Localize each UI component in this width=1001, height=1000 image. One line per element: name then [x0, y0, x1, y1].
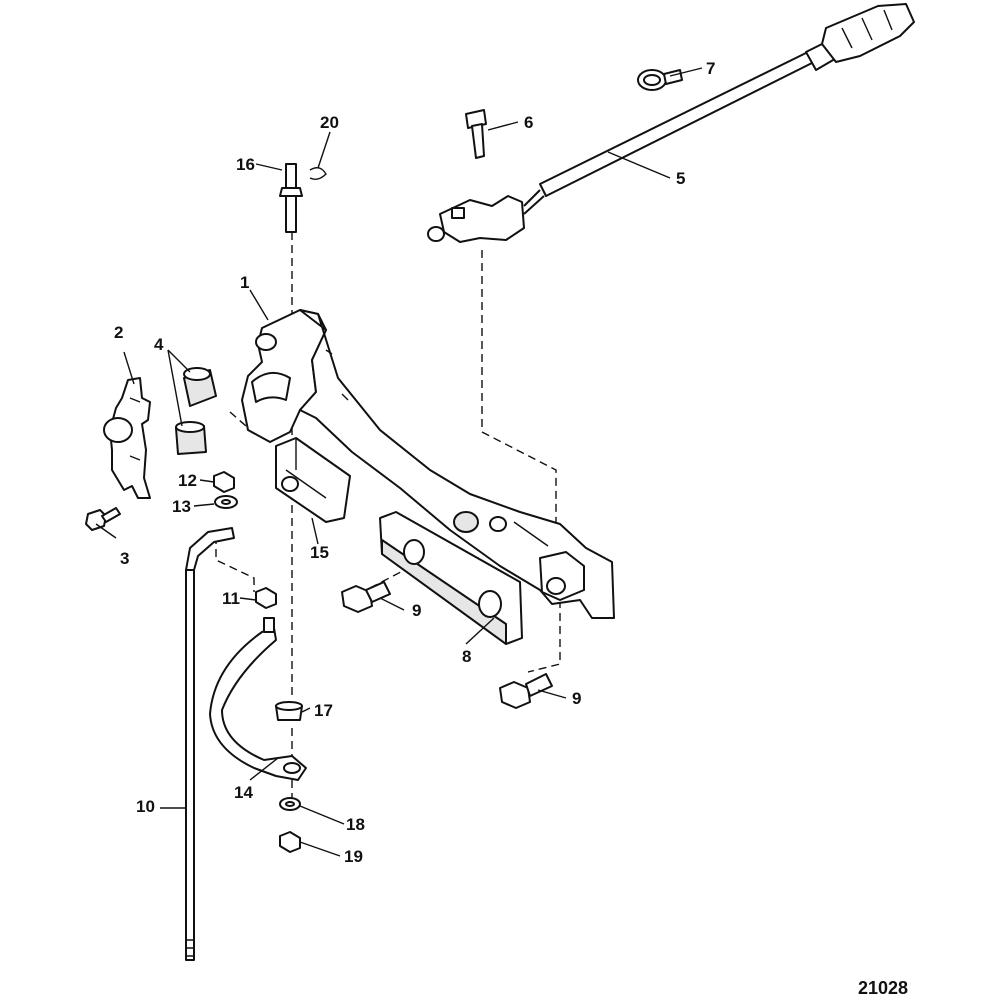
part-1-control-arm: [241, 309, 615, 619]
part-5-sensor-harness: [427, 3, 915, 243]
callout-20: 20: [320, 113, 339, 132]
callout-17: 17: [314, 701, 333, 720]
part-6-screw: [465, 109, 487, 159]
part-8-slide-rail: [379, 511, 523, 645]
part-17-bushing: [275, 701, 303, 721]
part-9-bolt-lower: [499, 673, 553, 709]
callout-9-upper: 9: [412, 601, 421, 620]
callout-15: 15: [310, 543, 329, 562]
part-3-screw: [85, 507, 121, 531]
callout-1: 1: [240, 273, 249, 292]
callout-2: 2: [114, 323, 123, 342]
figure-id: 21028: [858, 978, 908, 998]
callout-9-lower: 9: [572, 689, 581, 708]
part-10-rod: [185, 527, 235, 961]
part-12-nut: [213, 471, 235, 493]
callout-10: 10: [136, 797, 155, 816]
part-13-washer: [214, 495, 238, 509]
callout-16: 16: [236, 155, 255, 174]
part-4-bushings: [175, 367, 217, 455]
callout-13: 13: [172, 497, 191, 516]
part-16-pin: [279, 163, 303, 233]
leader-lines: [95, 67, 703, 857]
part-11-nut: [255, 587, 277, 609]
part-9-bolt-upper: [341, 581, 391, 613]
part-15-holder: [275, 437, 351, 523]
part-2-bracket-plate: [103, 377, 151, 499]
part-18-washer: [279, 797, 301, 811]
callout-7: 7: [706, 59, 715, 78]
callout-5: 5: [676, 169, 685, 188]
part-14-link-arm: [209, 617, 307, 781]
callout-6: 6: [524, 113, 533, 132]
part-7-clamp: [637, 69, 683, 91]
callout-labels: 1 2 3 4 5 6 7 8 9 9 10 11 12 13 14 15 16…: [114, 59, 715, 866]
callout-8: 8: [462, 647, 471, 666]
callout-14: 14: [234, 783, 253, 802]
callout-12: 12: [178, 471, 197, 490]
callout-18: 18: [346, 815, 365, 834]
callout-11: 11: [222, 589, 240, 608]
callout-3: 3: [120, 549, 129, 568]
part-19-nut: [279, 831, 301, 853]
callout-4: 4: [154, 335, 164, 354]
callout-19: 19: [344, 847, 363, 866]
part-20-clip: [309, 167, 327, 181]
